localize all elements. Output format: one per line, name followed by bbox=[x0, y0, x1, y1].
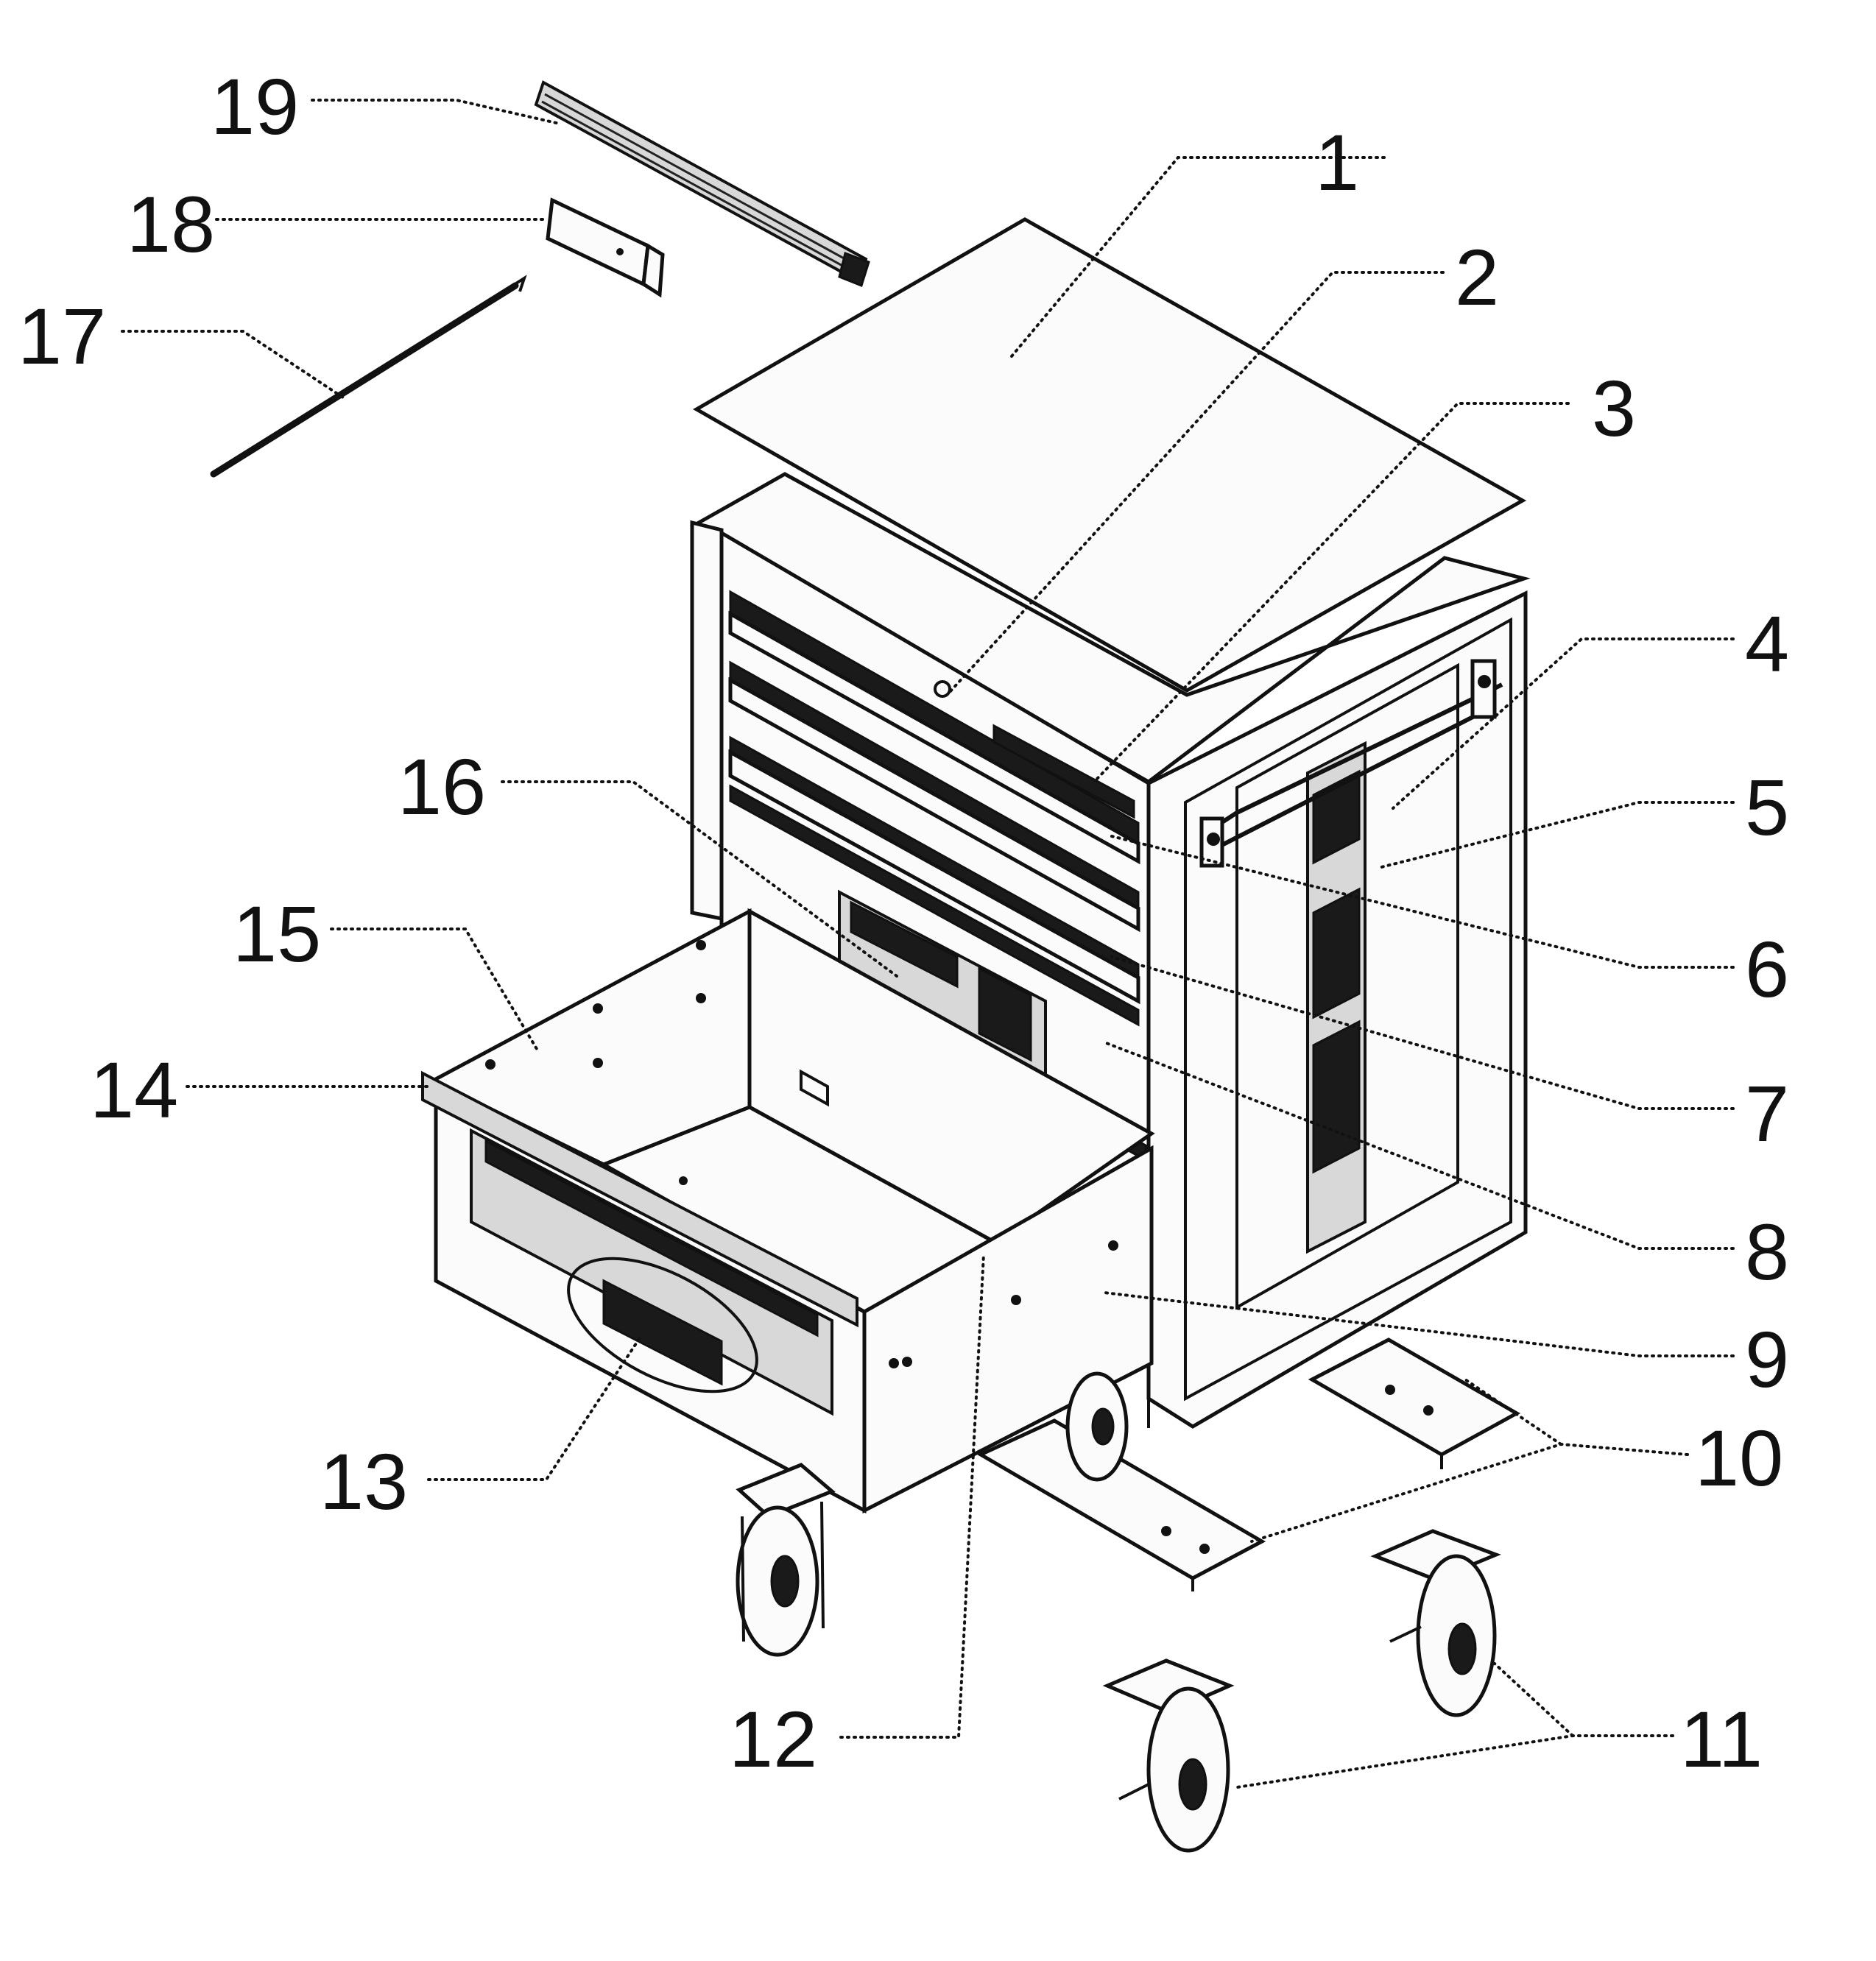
callout-19: 19 bbox=[211, 62, 299, 151]
open-drawer bbox=[421, 908, 1155, 1514]
callout-5: 5 bbox=[1745, 763, 1789, 852]
casters bbox=[736, 1371, 1501, 1853]
caster-rear-left bbox=[1065, 1371, 1129, 1482]
mounting-bracket bbox=[546, 197, 665, 298]
callout-14: 14 bbox=[90, 1045, 178, 1134]
top-mat bbox=[692, 217, 1527, 693]
callout-7: 7 bbox=[1745, 1069, 1789, 1158]
caster-loose-bottom bbox=[1102, 1658, 1235, 1853]
drawer-slide-rail bbox=[534, 80, 870, 287]
caster-loose-right bbox=[1370, 1529, 1501, 1717]
caster-front-left bbox=[736, 1463, 836, 1657]
callout-1: 1 bbox=[1315, 118, 1359, 207]
callout-17: 17 bbox=[18, 292, 106, 381]
callout-3: 3 bbox=[1592, 364, 1636, 453]
callout-18: 18 bbox=[127, 180, 215, 269]
callout-10: 10 bbox=[1695, 1413, 1783, 1502]
callout-2: 2 bbox=[1455, 233, 1499, 322]
leader-lines bbox=[121, 99, 1735, 1789]
callout-12: 12 bbox=[729, 1695, 817, 1784]
callout-11: 11 bbox=[1680, 1695, 1763, 1784]
cabinet-body bbox=[689, 472, 1531, 1429]
callout-15: 15 bbox=[233, 889, 321, 978]
callout-8: 8 bbox=[1745, 1207, 1789, 1296]
callout-4: 4 bbox=[1745, 599, 1789, 688]
callout-6: 6 bbox=[1745, 925, 1789, 1014]
callout-13: 13 bbox=[320, 1437, 408, 1526]
lock-rod bbox=[210, 275, 527, 478]
callout-9: 9 bbox=[1745, 1315, 1789, 1404]
callout-labels: 1 2 3 4 5 6 7 8 9 10 11 12 13 14 15 16 1… bbox=[18, 62, 1789, 1784]
callout-16: 16 bbox=[398, 742, 486, 831]
